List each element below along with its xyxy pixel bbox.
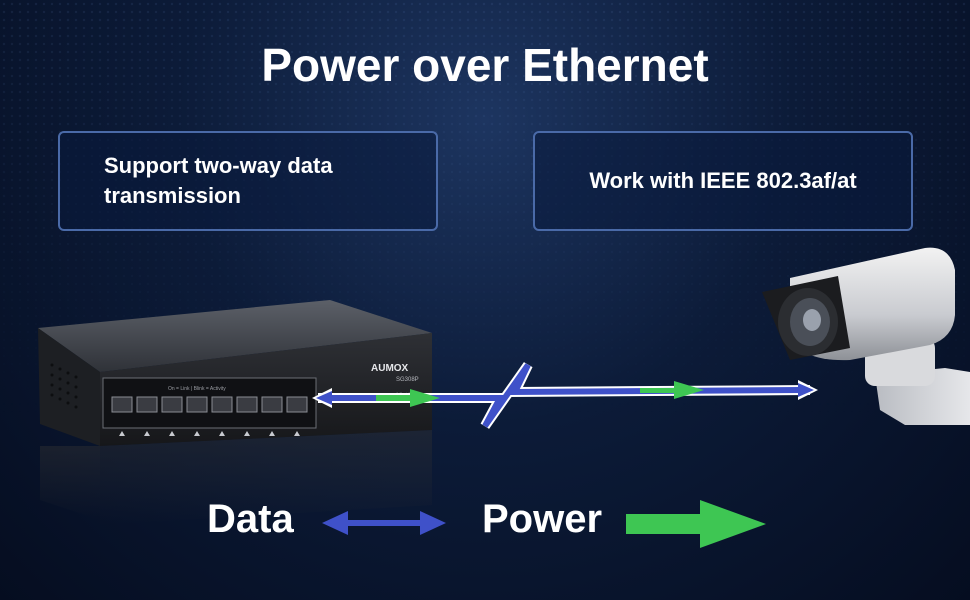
port-markers [119,431,300,436]
ethernet-port [186,396,208,413]
security-camera [762,247,970,425]
ethernet-port [236,396,258,413]
feature-box-two-way-data: Support two-way data transmission [58,131,438,231]
legend-data-arrow [322,511,446,535]
switch-brand: AUMOX [371,363,409,374]
switch-side [38,328,100,446]
feature-box-ieee-standard: Work with IEEE 802.3af/at [533,131,913,231]
switch-top [38,300,432,372]
data-arrow-right-icon [798,383,814,397]
ethernet-port [286,396,308,413]
ethernet-port [161,396,183,413]
power-flow-segment [640,388,676,393]
data-arrow-left-icon [316,391,332,405]
power-arrow-icon [674,381,704,399]
feature-text-line-1: Support two-way data [104,153,333,178]
cable-data-line [330,363,801,428]
legend-power-arrow [626,500,766,548]
feature-text-line-2: transmission [104,183,241,208]
ethernet-port [211,396,233,413]
switch-vent [50,363,78,409]
ethernet-port [111,396,133,413]
switch-led-label: On = Link | Blink = Activity [168,386,226,392]
power-arrow-icon [410,389,440,407]
feature-text: Work with IEEE 802.3af/at [589,168,857,193]
legend-data-label: Data [207,497,294,541]
switch-model: SG308P [396,377,419,383]
power-flow-segment [376,395,412,401]
ethernet-port [261,396,283,413]
ethernet-port [136,396,158,413]
power-arrow-icon [700,500,766,548]
poe-cable [312,362,818,429]
data-arrow-right-icon [420,511,446,535]
switch-reflection [40,430,432,525]
page-title: Power over Ethernet [261,39,709,91]
poe-switch: On = Link | Blink = Activity AUMOX SG308… [38,300,432,446]
feature-text: Support two-way data transmission [104,151,333,211]
legend-power-label: Power [482,497,603,541]
camera-lens-glare [803,309,821,331]
data-arrow-left-icon [322,511,348,535]
ethernet-ports [111,396,308,413]
